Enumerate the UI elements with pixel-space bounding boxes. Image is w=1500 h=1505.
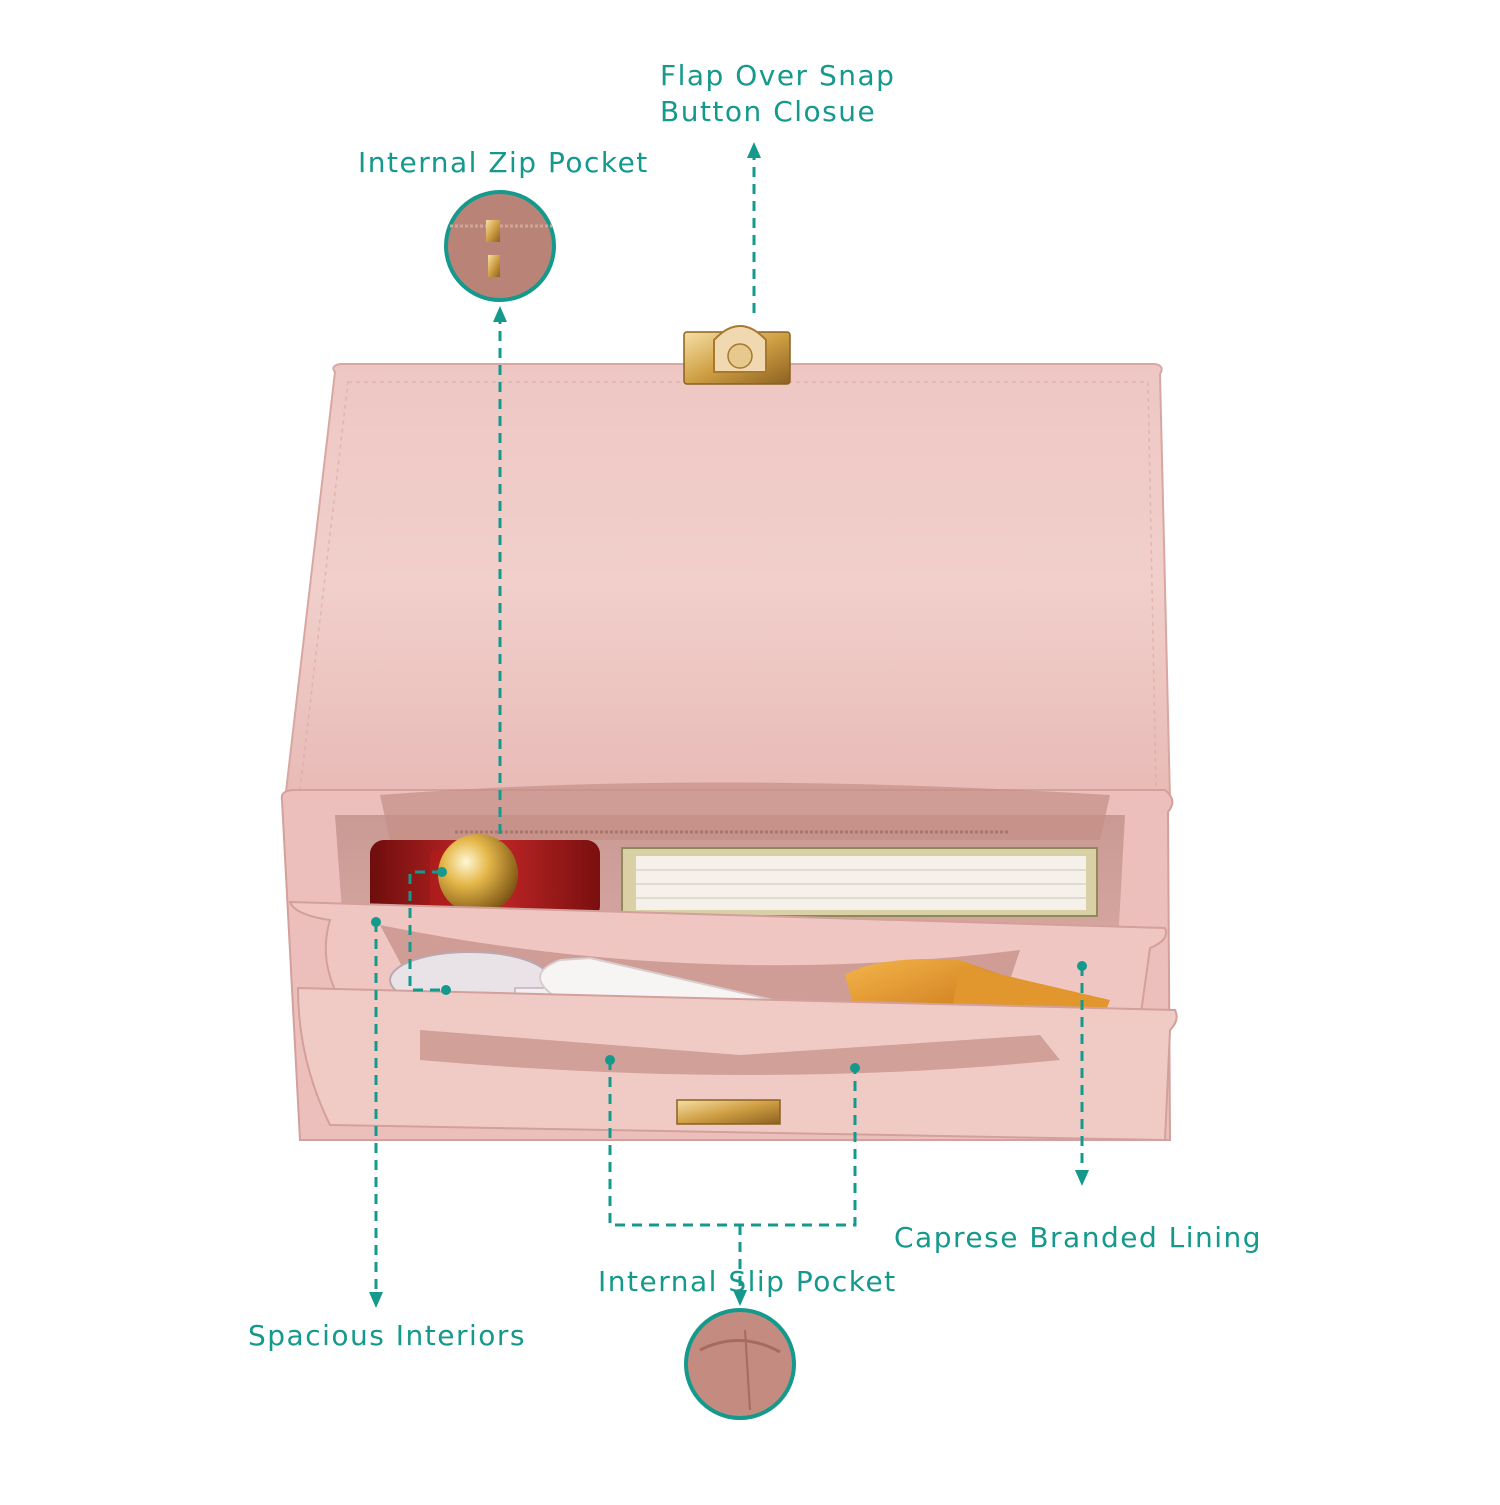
slip-pocket-label: Internal Slip Pocket (598, 1265, 897, 1298)
bag-flap (283, 363, 1172, 801)
flap-closure-label: Flap Over Snap Button Closue (660, 58, 895, 130)
zip-pocket-detail (444, 190, 556, 302)
snap-clasp (683, 325, 791, 385)
branded-lining-label: Caprese Branded Lining (894, 1221, 1263, 1254)
flap-label-line1: Flap Over Snap (660, 59, 896, 92)
callout-dots (371, 867, 1087, 1073)
notebook (621, 847, 1098, 917)
flap-label-line2: Button Closue (660, 95, 877, 128)
slip-pocket-detail (684, 1308, 796, 1420)
callout-arrowheads (369, 142, 1089, 1308)
callout-leaders (374, 150, 1084, 1300)
spacious-interiors-label: Spacious Interiors (248, 1319, 526, 1352)
zip-pocket-label: Internal Zip Pocket (358, 146, 649, 179)
bottom-clasp (676, 1099, 781, 1125)
zip-puller-ball (438, 834, 518, 914)
